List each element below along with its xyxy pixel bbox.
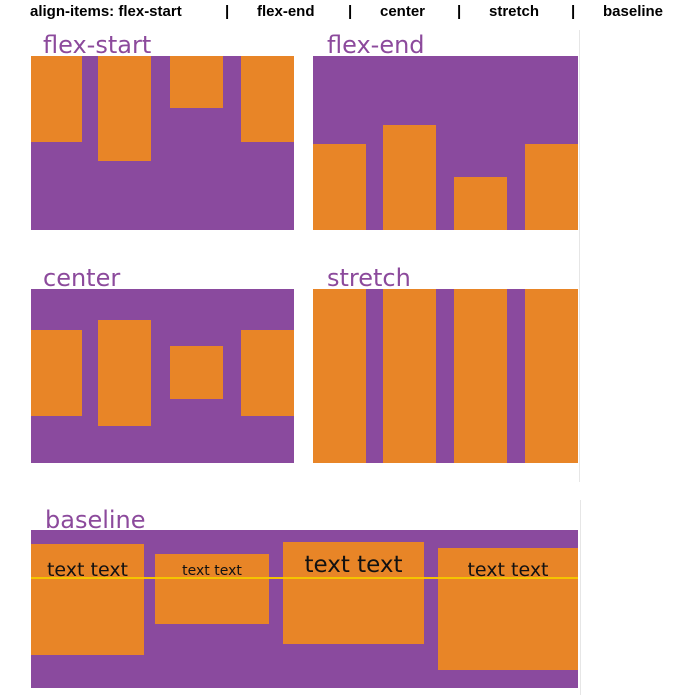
header-label-flex-end: flex-end [257,3,315,20]
flex-item: text text [438,548,578,670]
item-text: text text [304,552,403,578]
flex-item [241,330,294,416]
header-label-baseline: baseline [603,3,664,20]
stretch-container [313,289,578,463]
header-label-center: center [380,3,426,20]
panel-title-flex-end: flex-end [327,31,425,59]
flex-item [170,56,223,108]
center-container [31,289,294,463]
panel-title-flex-start: flex-start [43,31,152,59]
divider-line [580,500,581,695]
header-separator: | [571,3,576,20]
flex-item: text text [283,542,424,644]
flex-item: text text [31,544,144,655]
panel-title-stretch: stretch [327,264,411,292]
divider-line [579,30,580,482]
flex-item [31,56,82,142]
flex-item [31,330,82,416]
flex-item: text text [155,554,269,624]
flex-item [98,56,151,161]
panel-title-center: center [43,264,121,292]
flex-item [525,289,578,463]
panel-title-baseline: baseline [45,506,146,534]
flex-item [313,289,366,463]
flex-item [525,144,578,230]
flex-start-container [31,56,294,230]
item-text: text text [46,559,129,581]
header-separator: | [348,3,353,20]
flex-item [454,177,507,230]
baseline-guide-line [31,577,578,579]
flex-end-container [313,56,578,230]
header-separator: | [457,3,462,20]
flex-item [241,56,294,142]
item-text: text text [467,559,549,581]
flex-item [454,289,507,463]
header-label-flex-start: align-items: flex-start [30,3,182,20]
item-text: text text [182,563,242,579]
flex-item [383,289,436,463]
flex-item [313,144,366,230]
flex-item [383,125,436,230]
header-bar: align-items: flex-start | flex-end | cen… [30,3,670,23]
flex-item [170,346,223,399]
flex-item [98,320,151,426]
baseline-container: text text text text text text text text [31,530,578,688]
header-label-stretch: stretch [489,3,540,20]
header-separator: | [225,3,230,20]
